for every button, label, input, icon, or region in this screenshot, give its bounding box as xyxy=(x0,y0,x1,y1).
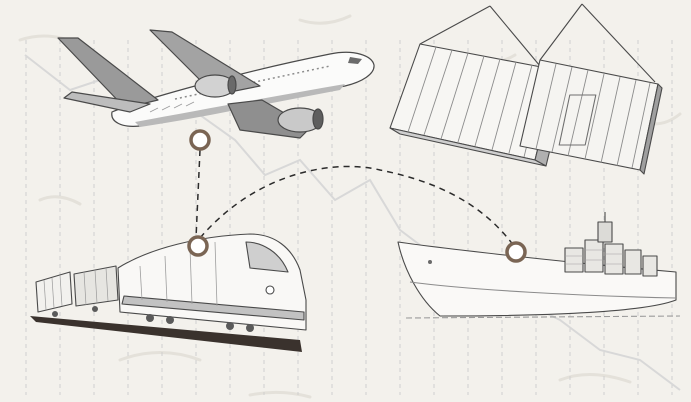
route-node-icon xyxy=(189,129,211,151)
rail-shadow xyxy=(30,316,302,352)
route-node-icon xyxy=(505,241,527,263)
freight-train-icon xyxy=(30,233,307,352)
route-node-icon xyxy=(187,235,209,257)
shipping-containers-icon xyxy=(389,3,663,175)
route-path xyxy=(195,149,515,247)
airplane-icon xyxy=(57,29,375,139)
route-nodes xyxy=(187,129,527,263)
cargo-ship-icon xyxy=(397,212,681,319)
